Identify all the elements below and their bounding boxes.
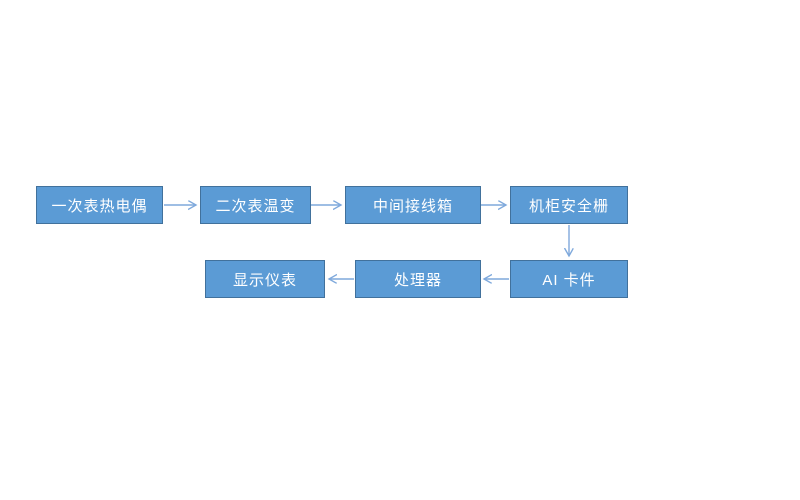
node-ai-card: AI 卡件 <box>510 260 628 298</box>
node-primary-thermocouple: 一次表热电偶 <box>36 186 163 224</box>
node-processor: 处理器 <box>355 260 481 298</box>
node-display-instrument: 显示仪表 <box>205 260 325 298</box>
node-cabinet-safety-barrier: 机柜安全栅 <box>510 186 628 224</box>
node-secondary-temp-transmitter: 二次表温变 <box>200 186 311 224</box>
node-intermediate-junction-box: 中间接线箱 <box>345 186 481 224</box>
